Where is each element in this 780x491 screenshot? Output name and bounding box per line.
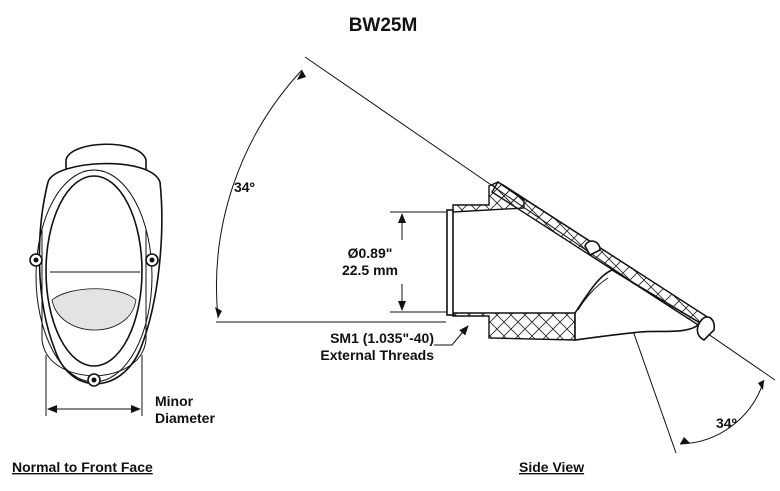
diameter-label-line2: 22.5 mm [342, 262, 398, 278]
top-angle-label: 34º [234, 179, 255, 195]
top-angle-arc [215, 69, 303, 319]
minor-label-line1: Minor [155, 393, 194, 409]
thread-leader-line [434, 325, 469, 346]
diagram-title: BW25M [349, 15, 418, 36]
front-view-drawing [29, 143, 163, 387]
arc-arrow-top [297, 70, 306, 80]
side-view-drawing [446, 181, 716, 341]
diameter-label-line1: Ø0.89" [348, 245, 393, 261]
side-view-caption: Side View [519, 459, 584, 475]
bottom-arc-arrow-right [758, 380, 764, 390]
normal-reference-line [631, 327, 677, 454]
arc-arrow-bottom [215, 307, 222, 318]
front-view-caption: Normal to Front Face [12, 459, 153, 475]
bottom-angle-label: 34º [716, 415, 737, 431]
minor-diameter-dimension [45, 355, 143, 416]
bottom-arc-arrow-left [680, 437, 690, 444]
thread-label-line2: External Threads [320, 347, 434, 363]
bore-diameter-dimension [390, 211, 446, 313]
minor-label-line2: Diameter [155, 410, 215, 426]
thread-label-line1: SM1 (1.035"-40) [330, 330, 434, 346]
bottom-angle-arc [679, 379, 765, 445]
